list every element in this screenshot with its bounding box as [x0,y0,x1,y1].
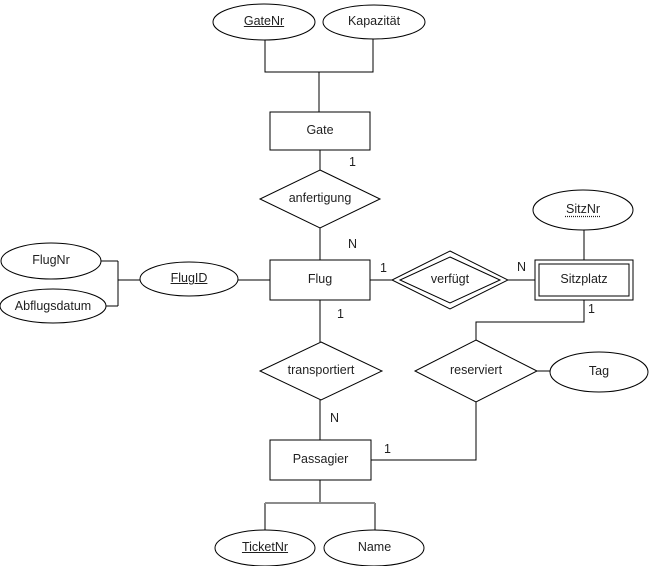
relationship-transportiert-label: transportiert [287,363,355,378]
attribute-flugid-shape[interactable] [139,261,239,297]
attribute-sitznr[interactable]: SitzNr [533,190,633,230]
relationship-transportiert-shape[interactable] [258,341,384,401]
connector-passagier-reserviert [371,402,477,461]
attribute-flugid-label: FlugID [170,271,208,286]
attribute-kapazitaet-shape[interactable] [322,4,426,40]
attribute-tag-shape[interactable] [549,351,649,393]
attribute-tag-label: Tag [588,364,610,379]
entity-flug-shape[interactable] [269,259,371,301]
attribute-ticketnr[interactable]: TicketNr [215,531,315,565]
attribute-abflugsdatum[interactable]: Abflugsdatum [0,289,106,324]
entity-sitzplatz-outer-shape[interactable] [534,259,634,301]
cardinality-flug-transportiert: 1 [337,307,344,321]
attribute-gatenr-label: GateNr [243,14,285,29]
cardinality-sitzplatz-reserviert: 1 [588,302,595,316]
entity-sitzplatz-label: Sitzplatz [560,272,608,287]
attribute-sitznr-shape[interactable] [532,189,634,231]
relationship-transportiert[interactable]: transportiert [260,342,382,400]
entity-passagier-shape[interactable] [269,439,372,481]
cardinality-transportiert-passagier: N [330,411,340,425]
relationship-reserviert-label: reserviert [449,363,503,378]
relationship-verfuegt-label: verfügt [430,272,470,287]
attribute-flugnr[interactable]: FlugNr [1,243,101,279]
cardinality-passagier-reserviert: 1 [384,442,391,456]
attribute-ticketnr-shape[interactable] [214,529,316,566]
entity-passagier[interactable]: Passagier [270,440,371,480]
cardinality-gate-anfertigung: 1 [349,155,356,169]
attribute-flugnr-shape[interactable] [0,242,102,280]
relationship-anfertigung-shape[interactable] [258,169,382,229]
attribute-kapazitaet-label: Kapazität [347,14,401,29]
entity-passagier-label: Passagier [292,452,349,467]
attribute-name-shape[interactable] [323,529,425,566]
connector-gate-attributes-bracket [264,39,374,73]
entity-sitzplatz[interactable]: Sitzplatz [535,260,633,300]
entity-flug-label: Flug [307,272,333,287]
attribute-gatenr[interactable]: GateNr [213,4,315,40]
attribute-gatenr-shape[interactable] [212,3,316,41]
attribute-tag[interactable]: Tag [550,352,648,392]
relationship-verfuegt[interactable]: verfügt [392,251,508,309]
entity-sitzplatz-inner-shape [538,263,630,297]
cardinality-anfertigung-flug: N [348,237,358,251]
cardinality-verfuegt-sitzplatz: N [517,260,527,274]
attribute-kapazitaet[interactable]: Kapazität [323,4,425,40]
relationship-verfuegt-outer-shape[interactable] [390,250,510,310]
entity-gate-shape[interactable] [269,111,371,151]
entity-gate-label: Gate [306,123,334,138]
attribute-abflugsdatum-label: Abflugsdatum [14,298,92,313]
entity-flug[interactable]: Flug [270,260,370,300]
connector-sitzplatz-reserviert [475,300,585,340]
relationship-anfertigung[interactable]: anfertigung [260,170,380,228]
relationship-anfertigung-label: anfertigung [288,191,352,206]
entity-gate[interactable]: Gate [270,112,370,150]
attribute-flugid[interactable]: FlugID [140,261,238,297]
relationship-reserviert[interactable]: reserviert [415,340,537,402]
relationship-reserviert-shape[interactable] [413,339,539,403]
attribute-ticketnr-label: TicketNr [241,540,289,555]
cardinality-flug-verfuegt: 1 [380,261,387,275]
relationship-verfuegt-inner-shape [398,256,502,304]
attribute-abflugsdatum-shape[interactable] [0,288,107,324]
attribute-flugnr-label: FlugNr [32,253,70,268]
attribute-sitznr-label: SitzNr [565,202,601,217]
attribute-name[interactable]: Name [325,531,424,565]
attribute-name-label: Name [357,540,392,555]
